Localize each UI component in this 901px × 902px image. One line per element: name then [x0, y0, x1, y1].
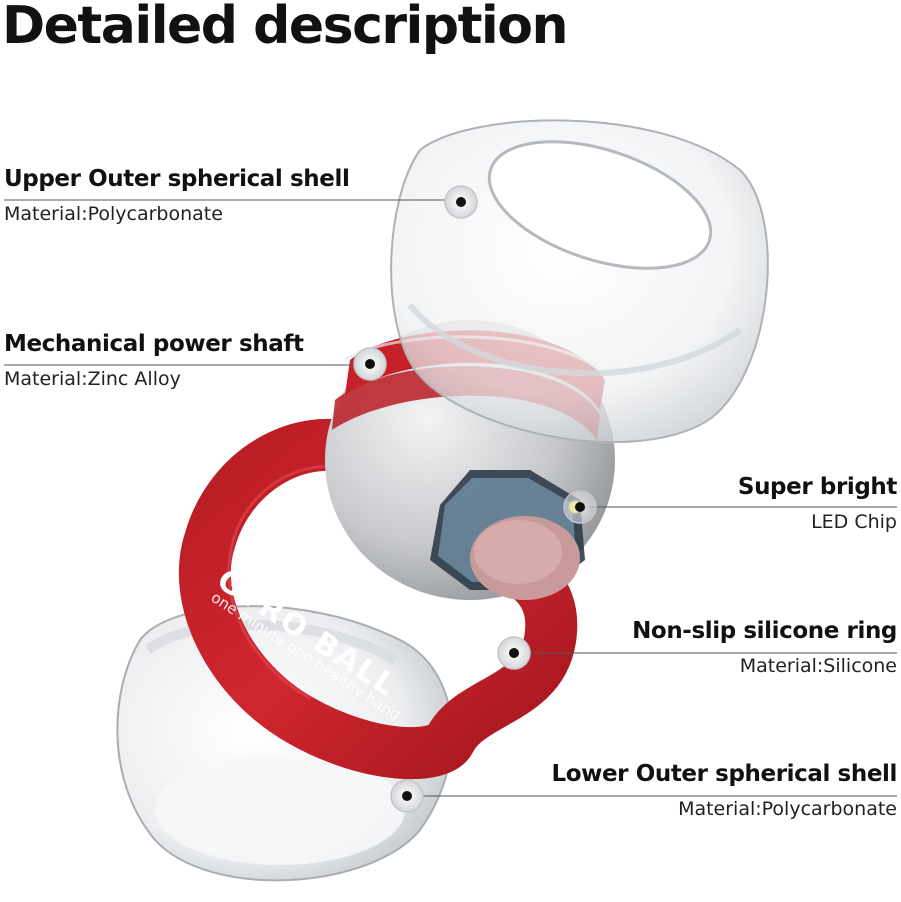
- part-material: Material:Zinc Alloy: [4, 366, 304, 392]
- part-name: Mechanical power shaft: [4, 330, 304, 358]
- callout-dot-upper-shell: [445, 186, 477, 218]
- callout-dot-lower-shell: [391, 780, 423, 812]
- upper-shell-graphic: [391, 117, 768, 442]
- part-material: Material:Polycarbonate: [4, 201, 349, 227]
- callout-dot-power-shaft: [354, 348, 386, 380]
- part-name: Non-slip silicone ring: [632, 617, 897, 645]
- part-material: LED Chip: [738, 509, 897, 535]
- label-upper-shell: Upper Outer spherical shell Material:Pol…: [4, 165, 349, 227]
- part-name: Lower Outer spherical shell: [551, 760, 897, 788]
- label-power-shaft: Mechanical power shaft Material:Zinc All…: [4, 330, 304, 392]
- part-name: Upper Outer spherical shell: [4, 165, 349, 193]
- part-material: Material:Polycarbonate: [551, 796, 897, 822]
- callout-dot-silicone-ring: [498, 637, 530, 669]
- page-title: Detailed description: [2, 0, 567, 56]
- callout-dot-led-chip: [564, 491, 596, 523]
- part-name: Super bright: [738, 473, 897, 501]
- label-led-chip: Super bright LED Chip: [738, 473, 897, 535]
- label-lower-shell: Lower Outer spherical shell Material:Pol…: [551, 760, 897, 822]
- label-silicone-ring: Non-slip silicone ring Material:Silicone: [632, 617, 897, 679]
- part-material: Material:Silicone: [632, 653, 897, 679]
